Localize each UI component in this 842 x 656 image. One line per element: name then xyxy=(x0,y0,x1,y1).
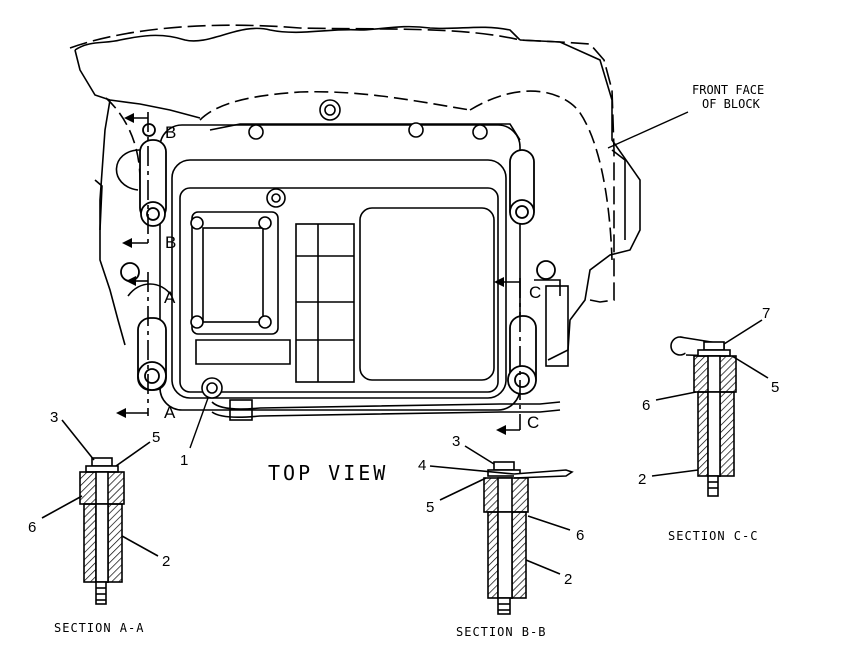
engine-block-outline xyxy=(69,24,641,361)
front-face-label-line2: OF BLOCK xyxy=(702,97,761,111)
bracket-right xyxy=(534,279,569,367)
cut-letter-c-bottom: C xyxy=(527,413,539,432)
top-view-label: TOP VIEW xyxy=(268,461,388,485)
aa-callout-3: 3 xyxy=(50,409,58,426)
cc-callout-2: 2 xyxy=(638,471,646,488)
section-arrowheads xyxy=(116,113,506,435)
cc-callout-7: 7 xyxy=(762,305,770,322)
wire-loop-left xyxy=(115,149,173,297)
front-face-leader: FRONT FACE OF BLOCK xyxy=(607,83,764,149)
cut-letter-a-top: A xyxy=(164,288,176,307)
bb-callout-3: 3 xyxy=(452,433,460,450)
cc-callout-6: 6 xyxy=(642,397,650,414)
bb-callout-6: 6 xyxy=(576,527,584,544)
aa-callout-5: 5 xyxy=(152,429,160,446)
aa-callout-2: 2 xyxy=(162,553,170,570)
section-cc-title: SECTION C-C xyxy=(668,529,758,543)
section-aa-title: SECTION A-A xyxy=(54,621,144,635)
bb-callout-5: 5 xyxy=(426,499,434,516)
cc-callout-5: 5 xyxy=(771,379,779,396)
mount-isolators xyxy=(120,123,556,395)
ecm-module xyxy=(159,123,561,421)
ecm-bolts xyxy=(190,99,488,399)
front-face-label-line1: FRONT FACE xyxy=(692,83,764,97)
section-bb-drawing xyxy=(429,445,574,615)
bb-callout-2: 2 xyxy=(564,571,572,588)
section-aa-drawing xyxy=(41,419,159,605)
cut-letter-b-top: B xyxy=(165,123,176,142)
cut-letter-a-bottom: A xyxy=(164,403,176,422)
callout-1: 1 xyxy=(180,452,188,469)
cut-letter-c-top: C xyxy=(529,283,541,302)
callout-1-leader xyxy=(189,397,209,449)
bb-callout-4: 4 xyxy=(418,457,426,474)
aa-callout-6: 6 xyxy=(28,519,36,536)
cut-letter-b-bottom: B xyxy=(165,233,176,252)
section-cc-drawing xyxy=(651,319,769,497)
section-bb-title: SECTION B-B xyxy=(456,625,546,639)
